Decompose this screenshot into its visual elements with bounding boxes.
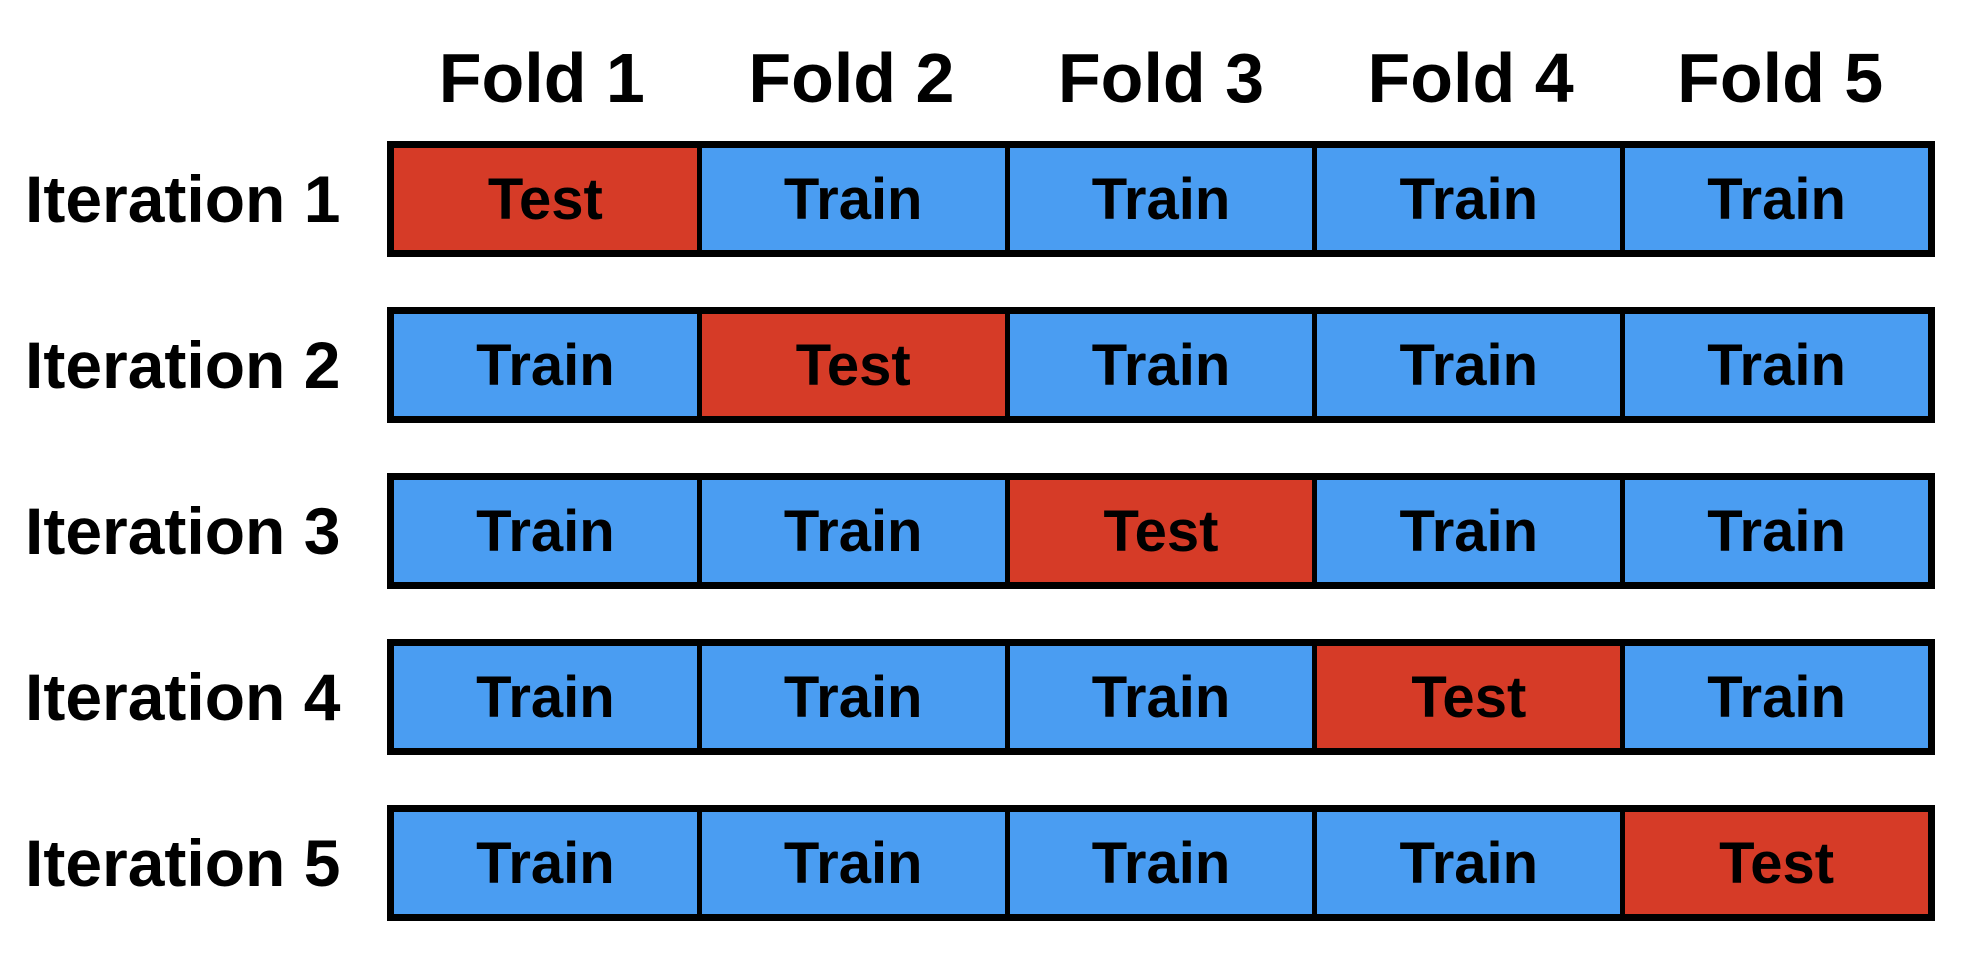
iteration-label: Iteration 1	[25, 162, 341, 236]
train-cell: Train	[1004, 314, 1313, 416]
train-cell: Train	[1312, 480, 1621, 582]
fold-header: Fold 3	[1057, 39, 1265, 117]
iteration-label: Iteration 5	[25, 826, 341, 900]
train-cell: Train	[696, 646, 1005, 748]
train-cell: Train	[696, 148, 1005, 250]
train-cell: Train	[1312, 148, 1621, 250]
train-cell: Train	[1620, 314, 1928, 416]
fold-header: Fold 2	[748, 39, 955, 117]
train-cell: Train	[394, 314, 697, 416]
test-cell: Test	[1004, 480, 1313, 582]
iteration-label: Iteration 2	[25, 328, 341, 402]
train-cell: Train	[696, 812, 1005, 914]
fold-header-row: Fold 1 Fold 2 Fold 3 Fold 4 Fold 5	[387, 23, 1935, 133]
train-cell: Train	[1312, 314, 1621, 416]
train-cell: Train	[696, 480, 1005, 582]
train-cell: Train	[1620, 646, 1928, 748]
train-cell: Train	[394, 812, 697, 914]
fold-header: Fold 5	[1677, 39, 1884, 117]
train-cell: Train	[394, 480, 697, 582]
test-cell: Test	[696, 314, 1005, 416]
test-cell: Test	[1620, 812, 1928, 914]
train-cell: Train	[1004, 646, 1313, 748]
train-cell: Train	[1620, 480, 1928, 582]
test-cell: Test	[394, 148, 697, 250]
iteration-label: Iteration 3	[25, 494, 341, 568]
train-cell: Train	[1004, 812, 1313, 914]
train-cell: Train	[1312, 812, 1621, 914]
fold-header: Fold 1	[438, 39, 645, 117]
fold-header: Fold 4	[1367, 39, 1574, 117]
iteration-label: Iteration 4	[25, 660, 341, 734]
train-cell: Train	[1004, 148, 1313, 250]
train-cell: Train	[394, 646, 697, 748]
train-cell: Train	[1620, 148, 1928, 250]
test-cell: Test	[1312, 646, 1621, 748]
